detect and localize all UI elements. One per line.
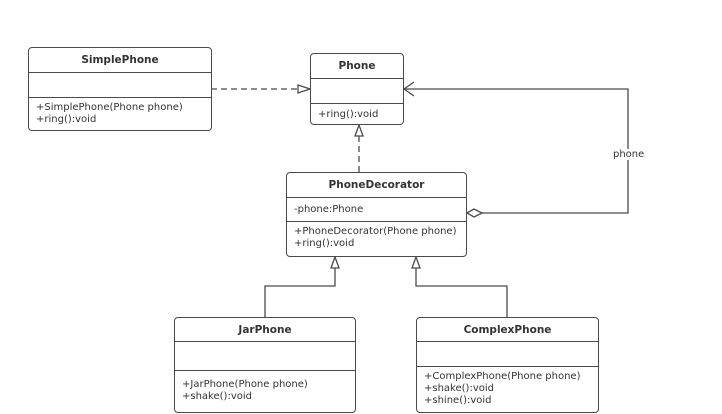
class-operations: +ring():void xyxy=(311,104,403,121)
class-simplephone[interactable]: SimplePhone +SimplePhone(Phone phone) +r… xyxy=(28,47,212,131)
class-name: PhoneDecorator xyxy=(287,173,466,198)
class-phone[interactable]: Phone +ring():void xyxy=(310,53,404,125)
class-operations: +JarPhone(Phone phone) +shake():void xyxy=(175,371,355,403)
class-name: JarPhone xyxy=(175,318,355,342)
operation: +SimplePhone(Phone phone) xyxy=(36,102,183,113)
class-operations: +SimplePhone(Phone phone) +ring():void xyxy=(29,98,211,126)
class-attributes xyxy=(175,342,355,371)
hollow-diamond-icon xyxy=(465,208,484,218)
hollow-triangle-arrow-icon xyxy=(330,255,340,269)
class-jarphone[interactable]: JarPhone +JarPhone(Phone phone) +shake()… xyxy=(174,317,356,413)
class-attributes xyxy=(29,73,211,98)
operation: +ring():void xyxy=(318,109,379,120)
operation: +JarPhone(Phone phone) xyxy=(182,379,308,390)
class-name: SimplePhone xyxy=(29,48,211,73)
operation: +PhoneDecorator(Phone phone) xyxy=(294,226,457,237)
class-complexphone[interactable]: ComplexPhone +ComplexPhone(Phone phone) … xyxy=(416,317,599,413)
class-attributes xyxy=(311,79,403,104)
operation: +shake():void xyxy=(182,391,252,402)
complexphone-extends-decorator xyxy=(411,255,508,317)
operation: +shine():void xyxy=(424,395,492,406)
aggregation-label: phone xyxy=(612,149,646,160)
hollow-triangle-arrow-icon xyxy=(297,84,313,94)
open-arrow-icon xyxy=(402,81,415,97)
simplephone-realizes-phone xyxy=(211,84,313,94)
class-phonedecorator[interactable]: PhoneDecorator -phone:Phone +PhoneDecora… xyxy=(286,172,467,257)
operation: +ComplexPhone(Phone phone) xyxy=(424,371,581,382)
class-attributes: -phone:Phone xyxy=(287,198,466,222)
hollow-triangle-arrow-icon xyxy=(411,255,421,269)
class-operations: +ComplexPhone(Phone phone) +shake():void… xyxy=(417,367,598,407)
class-operations: +PhoneDecorator(Phone phone) +ring():voi… xyxy=(287,222,466,250)
operation: +shake():void xyxy=(424,383,494,394)
operation: +ring():void xyxy=(36,114,97,125)
jarphone-extends-decorator xyxy=(264,255,340,317)
hollow-triangle-arrow-icon xyxy=(354,123,364,137)
operation: +ring():void xyxy=(294,238,355,249)
class-name: Phone xyxy=(311,54,403,79)
decorator-realizes-phone xyxy=(354,123,364,172)
class-attributes xyxy=(417,342,598,367)
class-name: ComplexPhone xyxy=(417,318,598,342)
